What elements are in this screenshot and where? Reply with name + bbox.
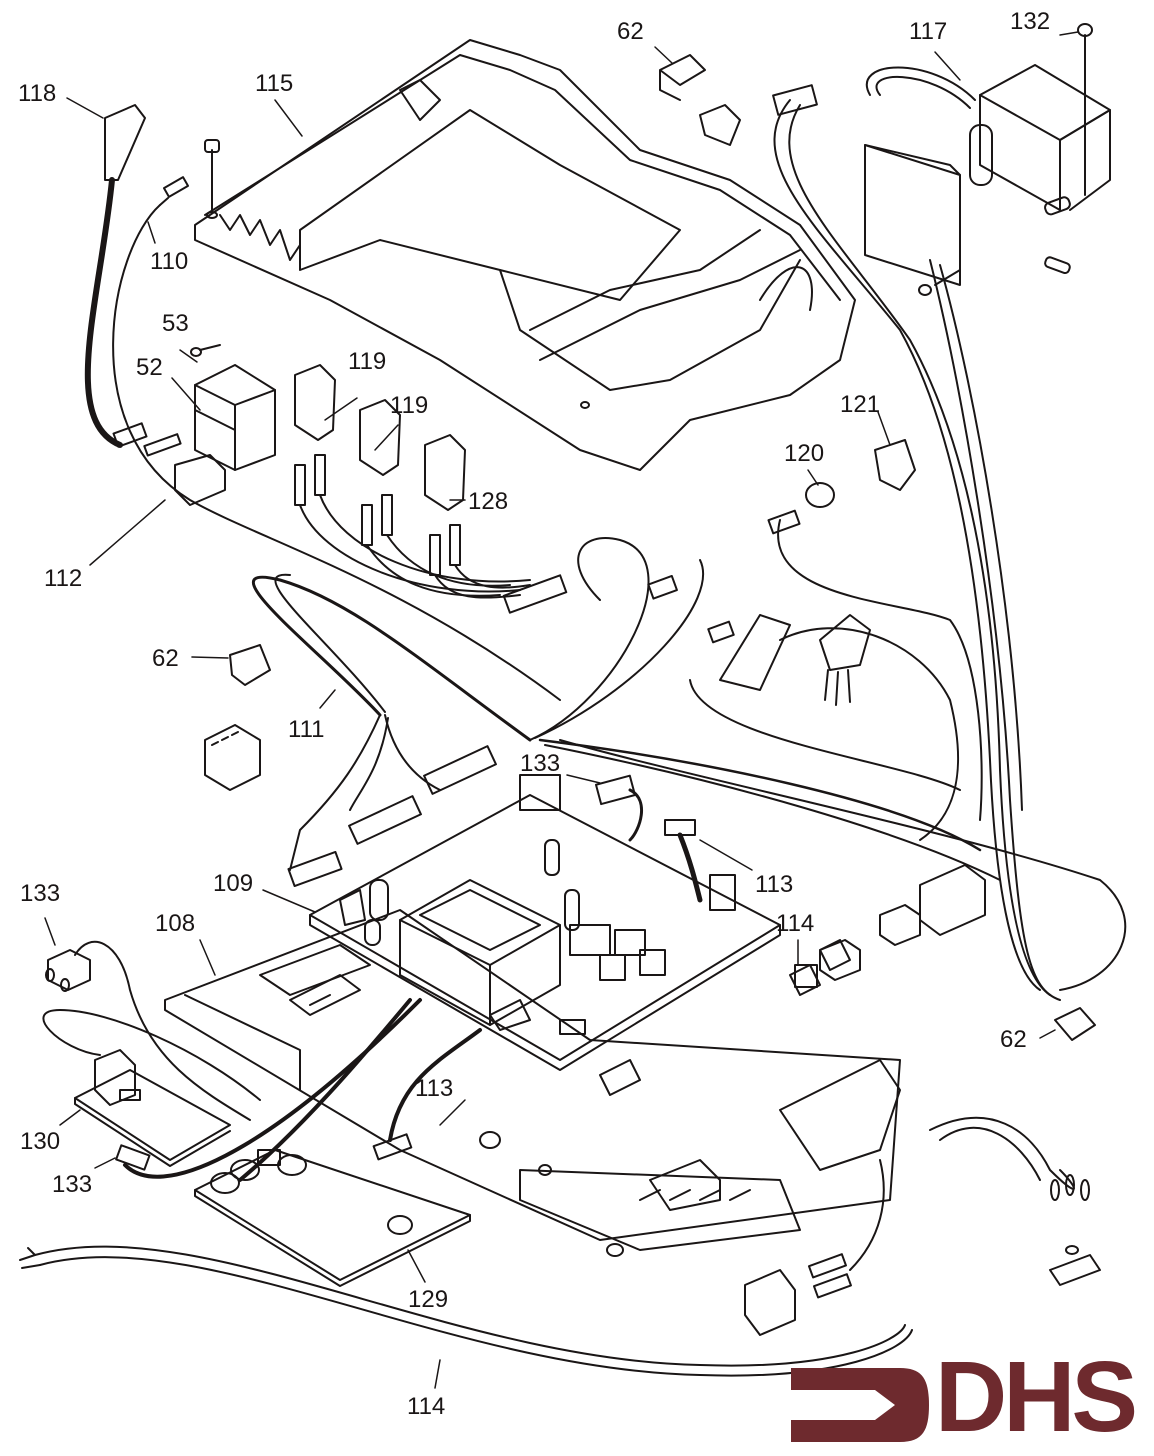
control-box-cover (195, 40, 855, 470)
callout-121: 121 (840, 391, 881, 418)
callout-113-bottom: 113 (415, 1075, 454, 1102)
callout-62-left: 62 (152, 645, 179, 672)
ignition-transformer (865, 24, 1110, 295)
ignition-lead (88, 105, 147, 447)
callout-114-cable: 114 (407, 1393, 446, 1420)
mains-cable (20, 965, 1100, 1376)
loose-terminal-block (205, 725, 260, 790)
potentiometer-pcb (195, 1150, 470, 1286)
transformer-cables (560, 85, 1125, 1000)
callout-112: 112 (44, 565, 83, 592)
connector-clips (295, 365, 530, 598)
logo-text: DHS (935, 1341, 1138, 1453)
callout-130: 130 (20, 1128, 61, 1155)
callout-120: 120 (784, 440, 825, 467)
callout-113-right: 113 (755, 871, 794, 898)
leader-lines (45, 32, 1078, 1388)
callout-111: 111 (288, 716, 325, 743)
callout-53: 53 (162, 310, 189, 337)
dhs-logo: DHS (785, 1347, 1150, 1447)
arrow-icon (791, 1368, 929, 1442)
callout-110: 110 (150, 248, 189, 275)
callout-133-bottom: 133 (52, 1171, 93, 1198)
pcb-housing (165, 910, 900, 1256)
callout-119-a: 119 (348, 348, 387, 375)
callout-115: 115 (255, 70, 294, 97)
terminal-blocks (820, 865, 985, 980)
callout-132: 132 (1010, 8, 1051, 35)
callout-118: 118 (18, 80, 57, 107)
interface-pcb (43, 942, 420, 1177)
callout-133-top: 133 (520, 750, 561, 777)
main-pcb (310, 775, 780, 1070)
callout-114-small: 114 (776, 910, 815, 937)
clip-parts (230, 55, 1095, 1040)
callout-133-left: 133 (20, 880, 61, 907)
callout-109: 109 (213, 870, 254, 897)
callout-62-top: 62 (617, 18, 644, 45)
callout-117: 117 (909, 18, 948, 45)
callout-62-right: 62 (1000, 1026, 1027, 1053)
sensor-lead (113, 177, 560, 700)
callout-52: 52 (136, 354, 163, 381)
main-wiring-harness (253, 538, 1000, 886)
callout-129: 129 (408, 1286, 449, 1313)
callout-128: 128 (468, 488, 509, 515)
callout-119-b: 119 (390, 392, 429, 419)
ribbon-lead (240, 1000, 480, 1180)
callout-108: 108 (155, 910, 196, 937)
gas-valve-connector (144, 345, 275, 505)
